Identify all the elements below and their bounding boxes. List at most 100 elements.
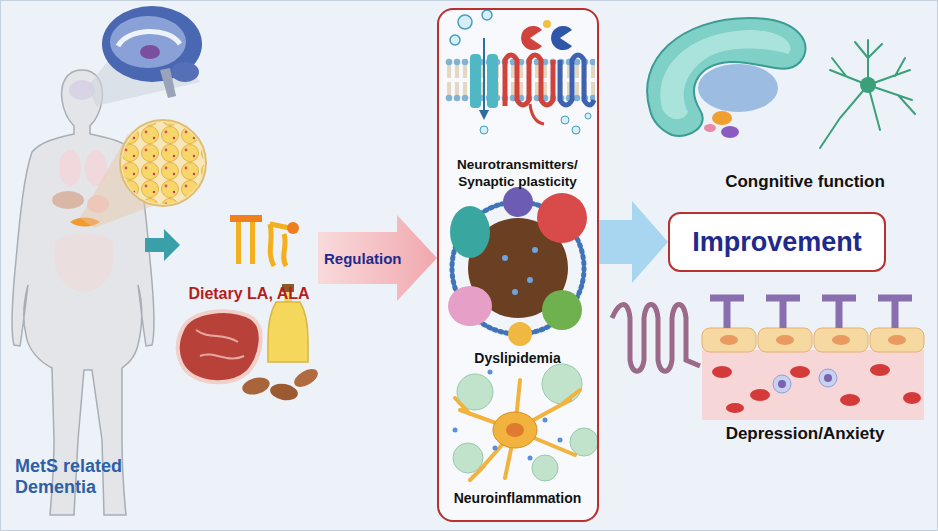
food-sources-part [268, 302, 308, 362]
vessel-illustration-part [903, 392, 921, 404]
microglia-illustration-part [528, 456, 533, 461]
brain-inset-part [110, 16, 186, 68]
brain-inset-part [102, 6, 202, 82]
food-sources-part [178, 311, 261, 382]
microglia-illustration-part [453, 443, 483, 473]
neuron-illustration-part [820, 40, 915, 148]
vessel-illustration-part [710, 298, 912, 328]
node-title: MetS related Dementia [15, 456, 145, 499]
node-title: Dietary LA, ALA [188, 285, 309, 303]
synapse-illustration-part [450, 35, 460, 45]
hippocampus-illustration-part [647, 18, 805, 136]
vessel-illustration-part [888, 335, 906, 345]
mechanism-item: Neurotransmitters/ Synaptic plasticity [439, 148, 596, 200]
lipoprotein-illustration-part [542, 290, 582, 330]
outcome-caption: Congnitive function [700, 172, 910, 192]
synapse-illustration-part [482, 10, 492, 20]
vessel-illustration-part [814, 328, 868, 352]
microglia-illustration-part [493, 412, 537, 448]
synapse-illustration-part [572, 126, 580, 134]
fatty-acid-molecules-part [250, 222, 255, 264]
hippocampus-illustration-part [712, 111, 732, 125]
synapse-illustration-part [551, 26, 572, 50]
vessel-illustration-part [824, 374, 832, 382]
brain-inset-part [140, 45, 160, 59]
connector-label: Regulation [324, 250, 402, 267]
neuron-illustration-part [860, 77, 876, 93]
food-sources-part [291, 365, 321, 390]
outcome-box: Improvement [668, 212, 886, 272]
vessel-illustration-part [819, 369, 837, 387]
vessel-illustration-part [870, 328, 924, 352]
mechanism-label: Neuroinflammation [454, 490, 582, 506]
brain-inset-part [118, 31, 180, 46]
lipoprotein-illustration-part [537, 193, 587, 243]
flow-arrow [145, 229, 180, 261]
fatty-acid-molecules-part [270, 224, 274, 266]
synapse-illustration-part [585, 113, 591, 119]
microglia-illustration-part [488, 370, 493, 375]
synapse-illustration-part [543, 20, 551, 28]
hippocampus-illustration-part [660, 30, 790, 119]
microglia-illustration [453, 364, 599, 481]
lipoprotein-illustration [448, 187, 588, 346]
vessel-illustration-part [702, 328, 756, 352]
mechanism-box: Neurotransmitters/ Synaptic plasticityDy… [437, 8, 599, 522]
food-sources-part [269, 382, 299, 403]
microglia-illustration-part [558, 438, 563, 443]
synapse-illustration-part [483, 38, 485, 112]
neuron-illustration [820, 40, 915, 148]
synapse-illustration-part [480, 126, 488, 134]
microglia-illustration-part [542, 364, 582, 404]
regulation-arrow [318, 215, 437, 301]
synapse-illustration-part [470, 54, 481, 108]
receptor-illustration [612, 305, 700, 372]
synapse-illustration-part [479, 110, 489, 120]
synapse-illustration-part [487, 54, 498, 108]
synapse-illustration-part [505, 55, 553, 106]
mechanism-item: Dyslipidemia [439, 346, 596, 370]
lipoprotein-illustration-part [512, 289, 518, 295]
vessel-illustration-part [832, 335, 850, 345]
diet-node: Dietary LA, ALA [180, 205, 318, 305]
lipoprotein-illustration-part [532, 247, 538, 253]
synapse-illustration-part [530, 104, 544, 124]
fatty-acid-molecules-part [270, 224, 290, 228]
vessel-illustration-part [776, 335, 794, 345]
hippocampus-illustration-part [698, 64, 778, 112]
lipoprotein-illustration-part [503, 187, 533, 217]
adipose-inset-part [120, 120, 206, 206]
vessel-illustration-part [778, 380, 786, 388]
mechanism-label: Dyslipidemia [474, 350, 560, 366]
microglia-illustration-part [453, 428, 458, 433]
vessel-illustration-part [720, 335, 738, 345]
mechanism-label: Neurotransmitters/ Synaptic plasticity [439, 157, 596, 191]
vessel-illustration [702, 298, 924, 420]
receptor-illustration-part [612, 305, 700, 372]
vessel-illustration-part [773, 375, 791, 393]
lipoprotein-illustration-part [508, 322, 532, 346]
hippocampus-illustration [647, 18, 805, 138]
fatty-acid-molecules-part [230, 215, 262, 222]
microglia-illustration-part [570, 428, 598, 456]
mechanism-box-fill [437, 8, 599, 522]
food-sources [178, 284, 321, 402]
outcome-caption: Depression/Anxiety [705, 424, 905, 444]
fatty-acid-molecules [230, 215, 299, 266]
vessel-illustration-part [790, 366, 810, 378]
synapse-illustration [445, 10, 595, 134]
patient-node: MetS related Dementia [5, 60, 145, 505]
outcome-label: Improvement [692, 227, 862, 258]
synapse-illustration-part [521, 26, 542, 50]
lipoprotein-illustration-part [448, 286, 492, 326]
microglia-illustration-part [506, 423, 524, 437]
vessel-illustration-part [702, 350, 924, 420]
patient-figure-part [54, 234, 114, 292]
vessel-illustration-part [712, 366, 732, 378]
synapse-illustration-part [561, 116, 569, 124]
fatty-acid-molecules-part [236, 222, 241, 264]
microglia-illustration-part [455, 380, 580, 480]
